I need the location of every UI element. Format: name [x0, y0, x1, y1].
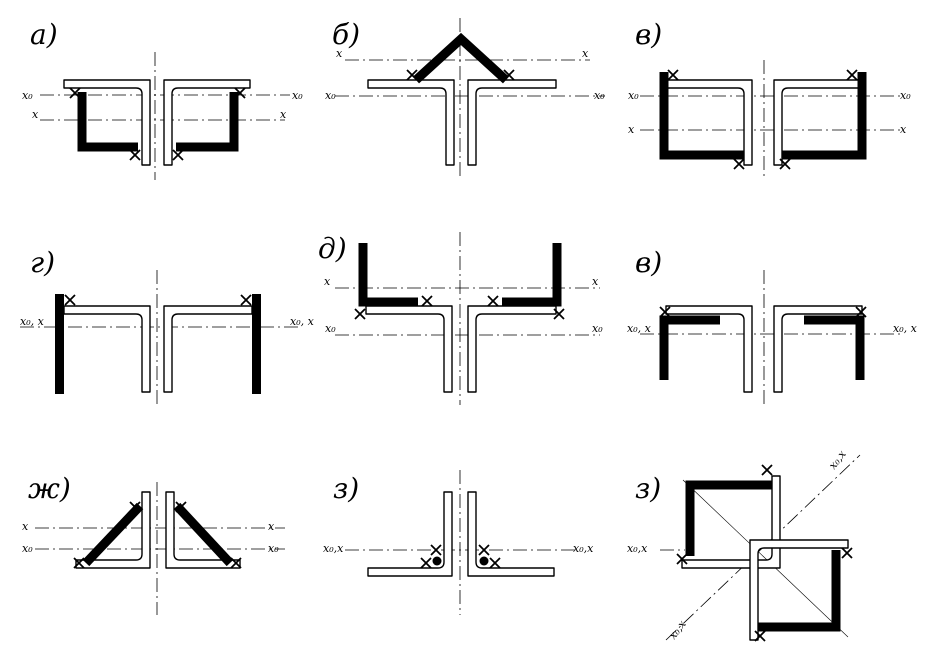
- panel-a-weld-plate-left: [77, 92, 138, 152]
- panel-g-angle-left: [63, 305, 151, 393]
- panel-zh-axis-label: x: [22, 520, 29, 533]
- panel-g-label: г): [30, 246, 55, 279]
- panel-v2-axis-label: x₀, x: [893, 322, 918, 335]
- panel-v2-weld-plate-left: [659, 315, 720, 380]
- panel-zh-weld-plate-left: [82, 502, 144, 567]
- panel-z1-angle-left: [367, 491, 453, 577]
- panel-v1-label: в): [635, 18, 662, 51]
- panel-v2: в) x₀, x x₀, x: [627, 246, 918, 405]
- panel-z2-weld-mark: [841, 547, 853, 559]
- panel-z1-weld-mark: [430, 544, 442, 556]
- panel-a-axis-label: x₀: [292, 89, 303, 102]
- panel-a-label: а): [30, 18, 58, 51]
- panel-a-weld-plate-right: [176, 92, 239, 152]
- panel-z1-weld-mark: [478, 544, 490, 556]
- panel-v1-axis-label: x₀: [628, 89, 639, 102]
- panel-z1-spot-weld: [479, 556, 489, 566]
- panel-d-angle-right: [467, 305, 557, 393]
- panel-d-weld-mark: [421, 295, 433, 307]
- panel-b-axis-label: x: [336, 47, 343, 60]
- panel-z1-label: з): [333, 472, 359, 505]
- panel-g-axis-label: x₀, x: [290, 315, 315, 328]
- panel-b: б) x x x₀ x₀: [325, 18, 605, 180]
- panel-z2-angle-upper: [681, 475, 781, 569]
- panel-b-angle-right: [467, 79, 557, 166]
- panel-g-weld-mark: [240, 294, 252, 306]
- panel-zh-axis-label: x: [268, 520, 275, 533]
- panel-d-axis-label: x: [324, 275, 331, 288]
- panel-d-angle-left: [365, 305, 453, 393]
- panel-a-angle-right: [163, 79, 251, 166]
- panel-b-label: б): [332, 18, 360, 51]
- panel-z1-weld-mark: [420, 557, 432, 569]
- panel-z2-weld-plate-upper: [685, 480, 772, 556]
- panel-v1-angle-right: [773, 79, 863, 166]
- panel-a-axis-label: x: [32, 108, 39, 121]
- panel-z2-weld-mark: [761, 464, 773, 476]
- panel-v1-weld-mark: [667, 69, 679, 81]
- panel-g-axis-label: x₀, x: [20, 315, 45, 328]
- panel-z2-axis-label: x₀,x: [627, 542, 648, 555]
- panel-z2-weld-plate-lower: [758, 550, 841, 632]
- panel-v2-angle-left: [665, 305, 753, 393]
- panel-g: г) x₀, x x₀, x: [20, 246, 315, 405]
- panel-z1-spot-weld: [432, 556, 442, 566]
- panel-z1-angle-right: [467, 491, 555, 577]
- panel-z2: з) x₀,x x₀,x x₀,x: [627, 447, 861, 642]
- panel-d: д) x x x₀ x₀: [318, 232, 603, 405]
- panel-zh: ж) x x x₀ x₀: [22, 472, 285, 615]
- panel-b-angle-left: [367, 79, 455, 166]
- panel-b-axis-label: x₀: [594, 89, 605, 102]
- panel-v1-weld-plate-right: [782, 72, 867, 160]
- panel-b-axis-label: x₀: [325, 89, 336, 102]
- panel-b-axis-label: x: [582, 47, 589, 60]
- panel-z2-label: з): [635, 472, 661, 505]
- panel-g-angle-right: [163, 305, 253, 393]
- panel-v2-weld-plate-right: [804, 315, 865, 380]
- panel-z2-diagonal-axis: [665, 454, 861, 641]
- panel-z1-weld-mark: [489, 557, 501, 569]
- panel-v1-axis-label: x: [628, 123, 635, 136]
- panel-v1-axis-label: x: [900, 123, 907, 136]
- panel-d-weld-mark: [487, 295, 499, 307]
- panel-v1: в) x₀ x₀ x x: [628, 18, 911, 180]
- panel-zh-weld-plate-right: [173, 502, 234, 567]
- panel-d-weld-plate-left: [358, 243, 418, 307]
- panel-g-weld-plate-right: [252, 294, 261, 394]
- panel-g-weld-mark: [64, 294, 76, 306]
- panel-z1: з) x₀,x x₀,x: [323, 470, 594, 615]
- panel-a-angle-left: [63, 79, 151, 166]
- panel-a: а) x x x₀ x₀: [22, 18, 303, 180]
- panel-d-axis-label: x: [592, 275, 599, 288]
- panel-v2-label: в): [635, 246, 662, 279]
- panel-g-weld-plate-left: [55, 294, 64, 394]
- panel-v2-angle-right: [773, 305, 863, 393]
- panel-z1-axis-label: x₀,x: [323, 542, 344, 555]
- panel-d-axis-label: x₀: [592, 322, 603, 335]
- panel-zh-axis-label: x₀: [268, 542, 279, 555]
- panel-d-axis-label: x₀: [325, 322, 336, 335]
- panel-d-weld-plate-right: [502, 243, 562, 307]
- panel-zh-axis-label: x₀: [22, 542, 33, 555]
- panel-zh-label: ж): [28, 472, 71, 505]
- panel-v1-angle-left: [665, 79, 753, 166]
- panel-z2-diagonal-line: [682, 479, 849, 638]
- panel-v1-axis-label: x₀: [900, 89, 911, 102]
- panel-d-label: д): [318, 232, 347, 265]
- panel-v2-axis-label: x₀, x: [627, 322, 652, 335]
- panel-v1-weld-mark: [733, 158, 745, 170]
- panel-a-axis-label: x: [280, 108, 287, 121]
- panel-v1-weld-mark: [846, 69, 858, 81]
- panel-a-axis-label: x₀: [22, 89, 33, 102]
- panel-b-weld-plate: [412, 32, 510, 84]
- panel-d-weld-mark: [354, 308, 366, 320]
- panel-v1-weld-plate-left: [659, 72, 744, 160]
- panel-z1-axis-label: x₀,x: [573, 542, 594, 555]
